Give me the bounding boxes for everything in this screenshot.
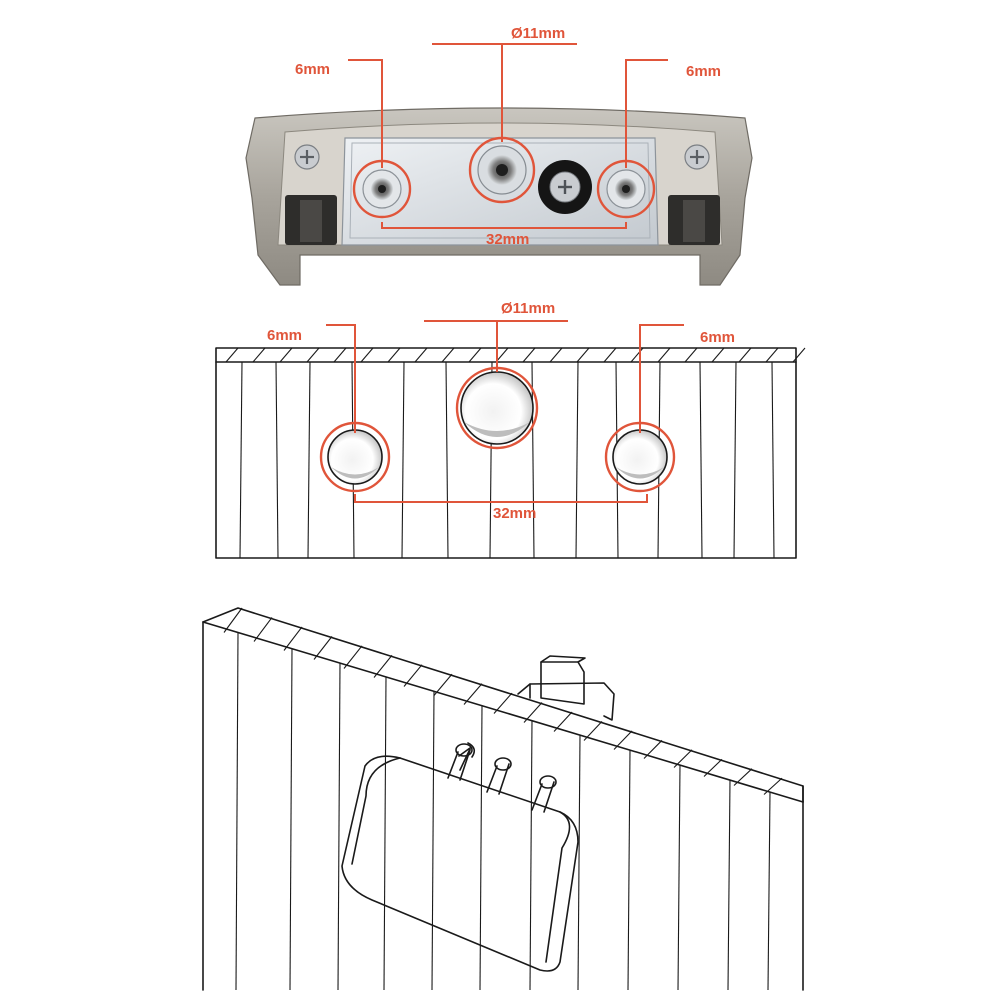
drawing-label-spacing: 32mm — [493, 505, 536, 522]
drilled-hole-right — [612, 429, 668, 485]
handle-photo — [245, 107, 753, 286]
drilled-hole-left — [327, 429, 383, 485]
drilled-hole-center — [460, 371, 534, 445]
screw-icon — [684, 144, 710, 170]
drilled-panel-drawing — [215, 347, 806, 559]
photo-label-center-hole: Ø11mm — [511, 25, 565, 42]
screw-icon — [294, 144, 320, 170]
photo-label-spacing: 32mm — [486, 231, 529, 248]
mounting-pins — [447, 742, 557, 813]
mounting-bracket-icon — [517, 655, 615, 721]
photo-label-right-hole: 6mm — [686, 63, 721, 80]
install-perspective-drawing — [202, 607, 804, 991]
handle-outline — [341, 755, 579, 972]
photo-label-left-hole: 6mm — [295, 61, 330, 78]
drawing-label-center-hole: Ø11mm — [501, 300, 555, 317]
photo-dimension-callouts — [348, 43, 668, 229]
drawing-label-left-hole: 6mm — [267, 327, 302, 344]
drawing-label-right-hole: 6mm — [700, 329, 735, 346]
rubber-bumper-icon — [538, 160, 592, 214]
drawing-dimension-callouts — [319, 320, 684, 503]
